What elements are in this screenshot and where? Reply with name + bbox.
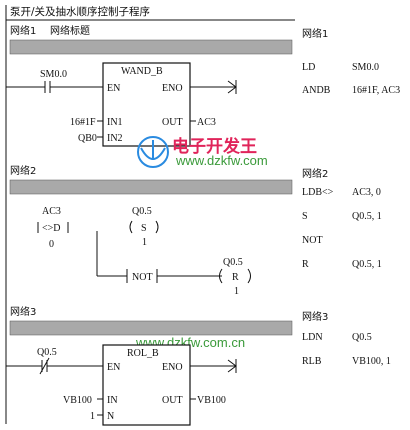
stl-op: RLB bbox=[302, 356, 322, 367]
stl-network1-header: 网络1 bbox=[302, 29, 329, 40]
network1-bar bbox=[9, 39, 293, 55]
stl-arg: Q0.5, 1 bbox=[352, 259, 382, 270]
set-coil-addr: Q0.5 bbox=[132, 206, 152, 217]
stl-op: LDB<> bbox=[302, 187, 334, 198]
compare-op: <>D bbox=[42, 223, 61, 234]
wand-b-in1: IN1 bbox=[107, 117, 123, 128]
rol-b-label: ROL_B bbox=[127, 348, 159, 359]
network3-header: 网络3 bbox=[10, 305, 36, 318]
stl-arg: AC3, 0 bbox=[352, 187, 381, 198]
compare-value: 0 bbox=[49, 239, 54, 250]
network3-contact-label: Q0.5 bbox=[37, 347, 57, 358]
network2-bar bbox=[9, 179, 293, 195]
not-label: NOT bbox=[132, 272, 153, 283]
watermark-cn: 电子开发王 bbox=[172, 136, 257, 157]
rol-out-value: VB100 bbox=[197, 395, 226, 406]
reset-coil-addr: Q0.5 bbox=[223, 257, 243, 268]
stl-network2-header: 网络2 bbox=[302, 169, 329, 180]
watermark-url: www.dzkfw.com bbox=[175, 153, 268, 168]
rol-b-out: OUT bbox=[162, 395, 183, 406]
network3-bar bbox=[9, 320, 293, 336]
network1-contact-label: SM0.0 bbox=[40, 69, 67, 80]
stl-op: R bbox=[302, 259, 309, 270]
stl-arg: 16#1F, AC3 bbox=[352, 85, 401, 96]
rol-b-block bbox=[102, 344, 191, 426]
stl-arg: VB100, 1 bbox=[352, 356, 391, 367]
in2-value: QB0 bbox=[78, 133, 97, 144]
rol-b-in: IN bbox=[107, 395, 118, 406]
out-value: AC3 bbox=[197, 117, 216, 128]
network3-nc-contact bbox=[6, 357, 103, 375]
stl-op: LD bbox=[302, 62, 316, 73]
instruction-list: 网络1 LD SM0.0 ANDB 16#1F, AC3 网络2 LDB<> A… bbox=[300, 0, 410, 430]
stl-network3-header: 网络3 bbox=[302, 312, 329, 323]
network1-contact bbox=[6, 81, 103, 93]
network1-subtitle: 网络标题 bbox=[50, 24, 90, 37]
rol-b-en: EN bbox=[107, 362, 120, 373]
wand-b-en: EN bbox=[107, 83, 120, 94]
reset-op: R bbox=[232, 272, 239, 283]
stl-op: LDN bbox=[302, 332, 323, 343]
stl-arg: Q0.5 bbox=[352, 332, 372, 343]
stl-op: ANDB bbox=[302, 85, 331, 96]
watermark-logo bbox=[137, 136, 169, 168]
set-op: S bbox=[141, 223, 147, 234]
wand-b-eno: ENO bbox=[162, 83, 183, 94]
stl-arg: Q0.5, 1 bbox=[352, 211, 382, 222]
stl-arg: SM0.0 bbox=[352, 62, 379, 73]
stl-op: S bbox=[302, 211, 308, 222]
rol-b-n: N bbox=[107, 411, 114, 422]
network1-header: 网络1 bbox=[10, 24, 36, 37]
rol-b-eno: ENO bbox=[162, 362, 183, 373]
ladder-diagram: 泵开/关及抽水顺序控制子程序 网络1 网络标题 SM0.0 WAND_B EN … bbox=[5, 5, 295, 426]
rol-n-value: 1 bbox=[90, 411, 95, 422]
in1-value: 16#1F bbox=[70, 117, 96, 128]
wand-b-block bbox=[102, 62, 191, 147]
reset-count: 1 bbox=[234, 286, 239, 297]
stl-op: NOT bbox=[302, 235, 323, 246]
wand-b-label: WAND_B bbox=[121, 66, 163, 77]
compare-addr: AC3 bbox=[42, 206, 61, 217]
set-count: 1 bbox=[142, 237, 147, 248]
network2-header: 网络2 bbox=[10, 164, 36, 177]
diagram-title: 泵开/关及抽水顺序控制子程序 bbox=[10, 5, 150, 18]
wand-b-out: OUT bbox=[162, 117, 183, 128]
rol-in-value: VB100 bbox=[63, 395, 92, 406]
wand-b-in2: IN2 bbox=[107, 133, 123, 144]
